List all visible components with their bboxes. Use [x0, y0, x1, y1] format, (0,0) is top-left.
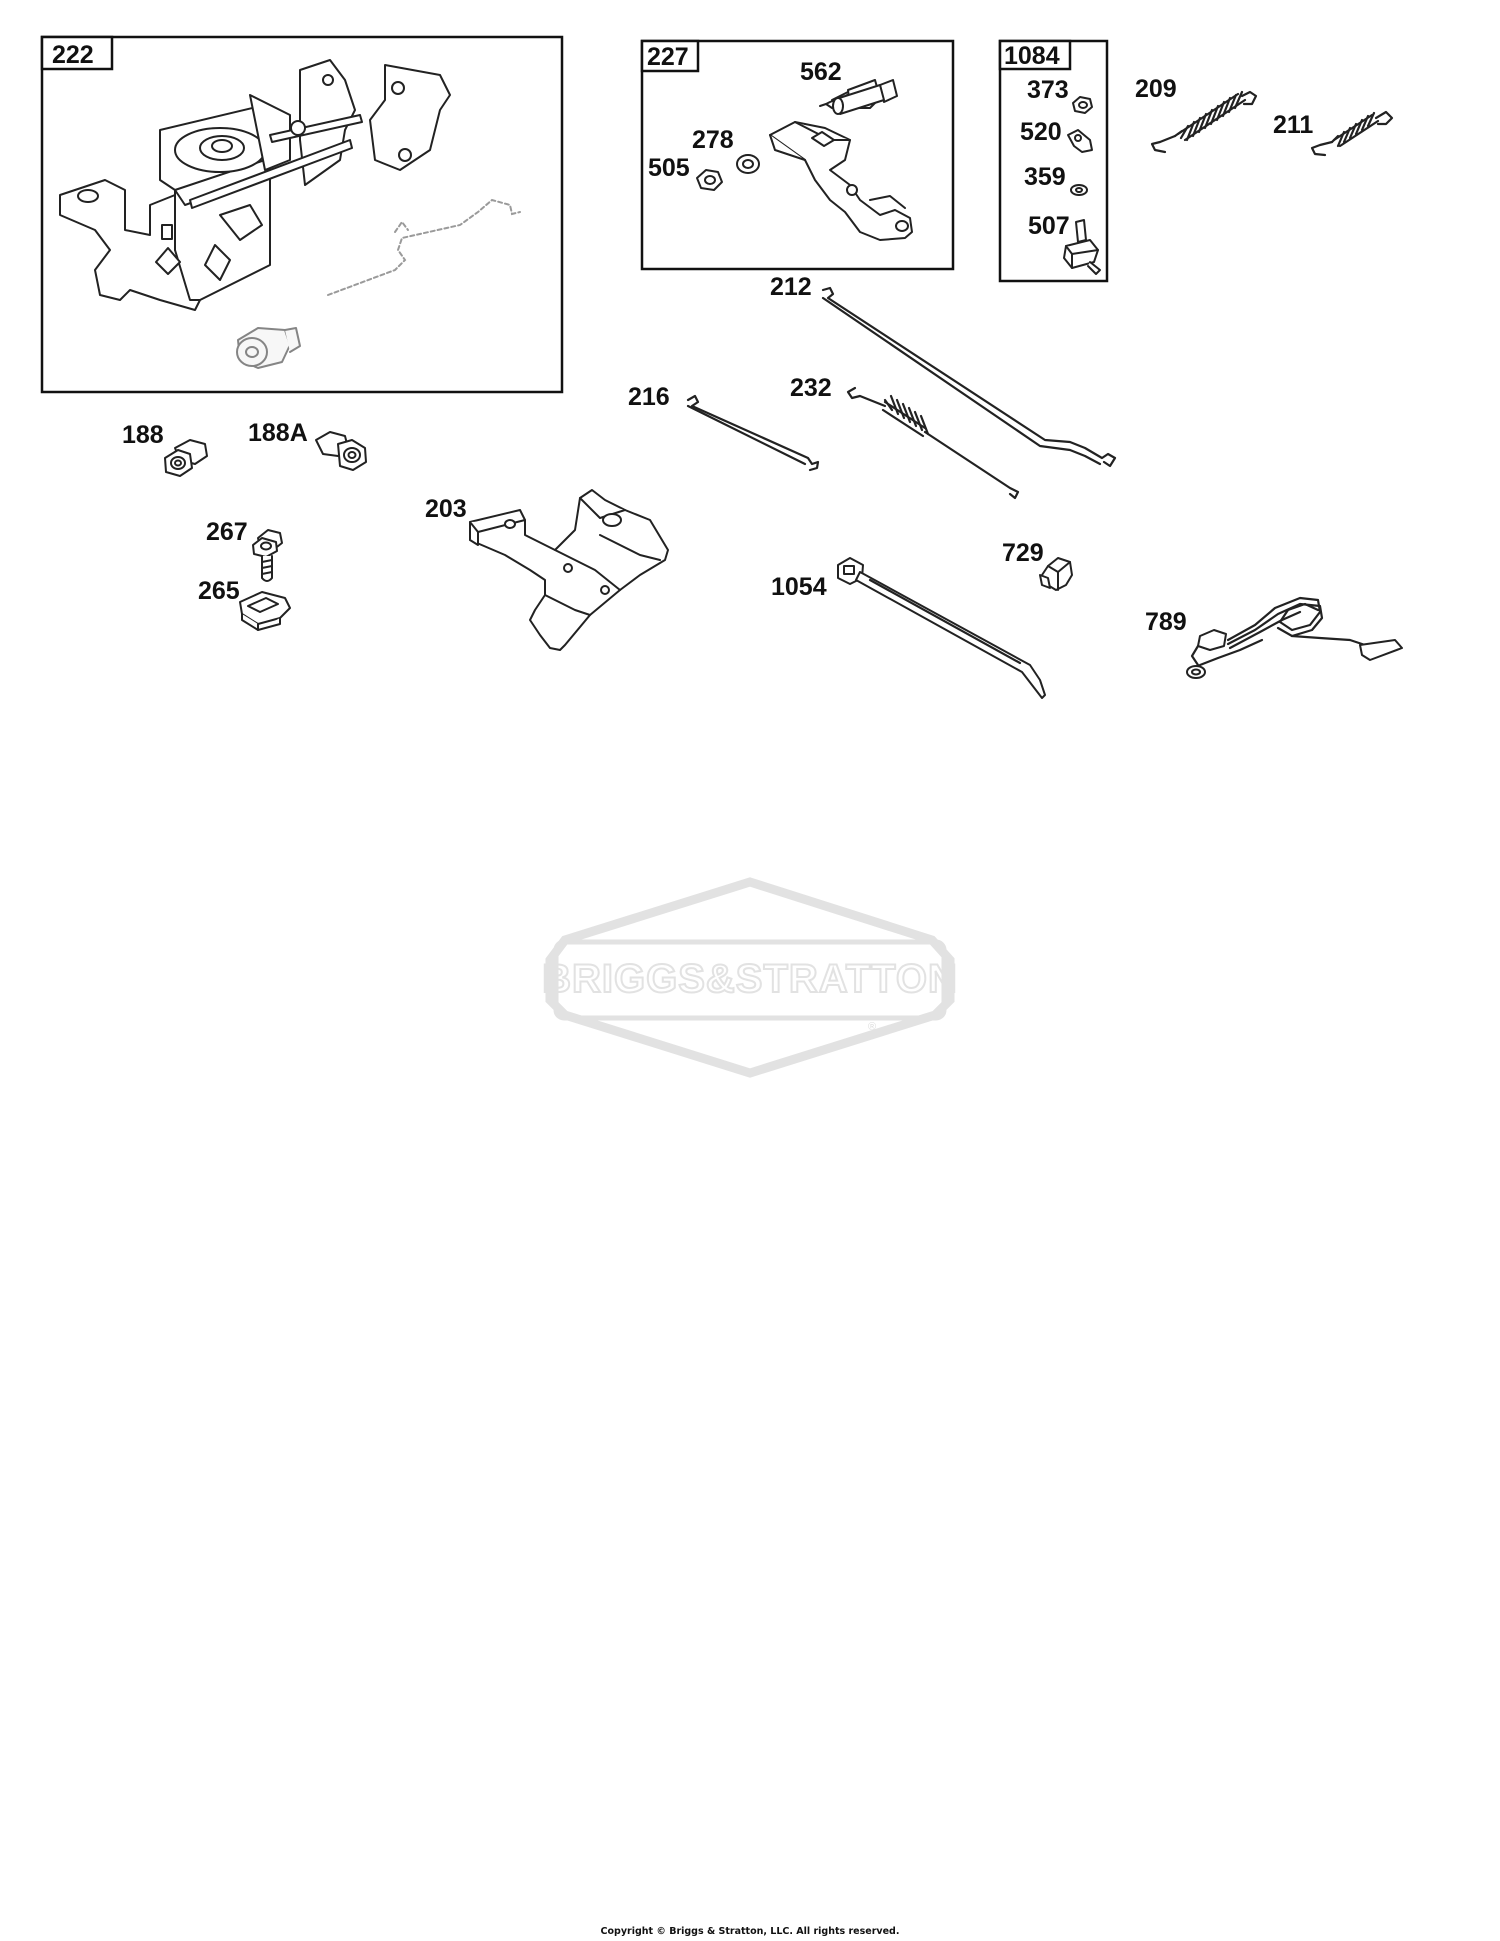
link-216: 216: [628, 383, 820, 472]
part-label-562: 562: [800, 58, 842, 86]
box-1084-label: 1084: [1004, 42, 1060, 70]
part-label-211: 211: [1273, 111, 1313, 139]
governor-knob: [236, 327, 301, 369]
watermark-text: BRIGGS&STRATTON: [542, 957, 958, 1001]
part-label-373: 373: [1027, 76, 1069, 104]
part-label-507: 507: [1028, 212, 1070, 240]
briggs-stratton-watermark: BRIGGS&STRATTON ®: [541, 877, 958, 1078]
box-227-label: 227: [647, 43, 689, 71]
registered-mark: ®: [868, 1021, 876, 1033]
bracket-203: 203: [425, 489, 669, 651]
washer-359: [1070, 184, 1088, 196]
part-label-278: 278: [692, 126, 734, 154]
switch-507: [1063, 219, 1101, 275]
part-label-232: 232: [790, 374, 832, 402]
part-label-520: 520: [1020, 118, 1062, 146]
clip-265: 265: [198, 577, 291, 631]
spring-rod-232: 232: [790, 374, 1020, 500]
box-1084: 1084 373 520 359 507: [998, 39, 1109, 283]
copyright-footer: Copyright © Briggs & Stratton, LLC. All …: [600, 1926, 900, 1937]
nut-373: [1072, 96, 1093, 114]
part-label-212: 212: [770, 273, 812, 301]
part-label-209: 209: [1135, 75, 1177, 103]
part-label-203: 203: [425, 495, 467, 523]
bolt-562-shank: [832, 79, 898, 115]
control-bracket-assembly: [59, 59, 521, 369]
part-label-188A: 188A: [248, 419, 308, 447]
part-label-267: 267: [206, 518, 248, 546]
box-222: 222: [40, 35, 564, 394]
cable-tie-1054: 1054: [771, 557, 1046, 699]
part-label-359: 359: [1024, 163, 1066, 191]
part-label-265: 265: [198, 577, 240, 605]
part-label-216: 216: [628, 383, 670, 411]
box-227: 227 562 278 505: [640, 39, 955, 271]
ground-wire-789: 789: [1145, 596, 1403, 679]
clip-729: 729: [1002, 539, 1073, 591]
spring-211: 211: [1273, 110, 1394, 157]
clip-520: [1067, 129, 1093, 153]
washer-278: [736, 154, 760, 174]
link-rod-212: 212: [770, 273, 1117, 468]
throttle-lever: [769, 121, 913, 241]
part-label-729: 729: [1002, 539, 1044, 567]
part-label-505: 505: [648, 154, 690, 182]
bolt-188: 188: [122, 421, 208, 477]
bolt-188A: 188A: [248, 419, 367, 471]
part-label-188: 188: [122, 421, 164, 449]
part-label-789: 789: [1145, 608, 1187, 636]
screw-267: 267: [206, 518, 283, 582]
part-label-1054: 1054: [771, 573, 827, 601]
nut-505: [696, 169, 723, 191]
spring-209: 209: [1135, 75, 1258, 154]
box-222-label: 222: [52, 41, 94, 69]
